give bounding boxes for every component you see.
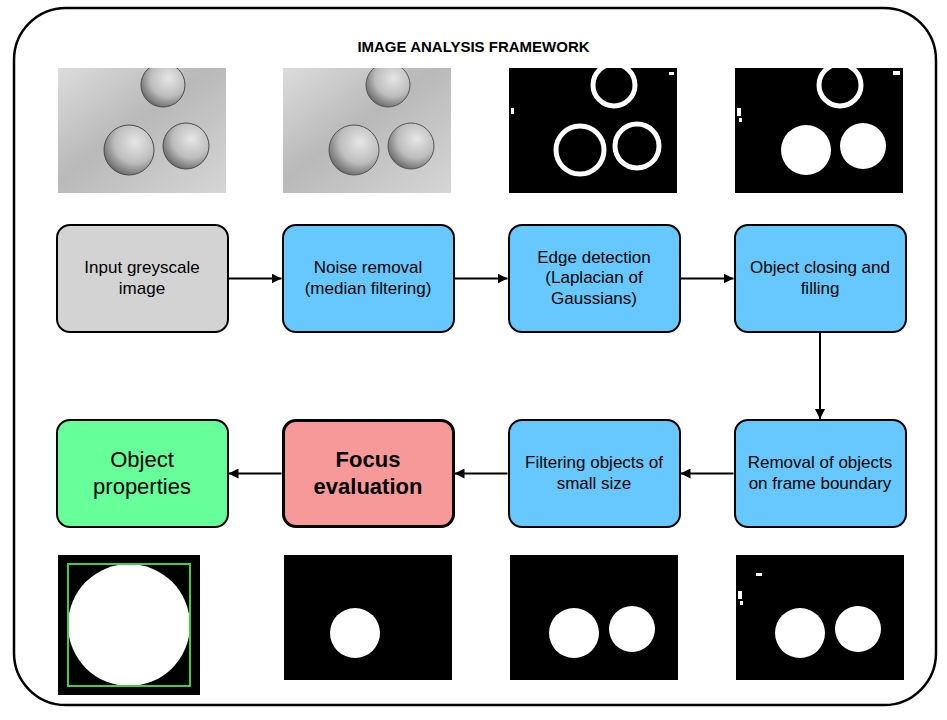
process-box: Object closing and filling [734, 224, 907, 333]
flow-arrow [229, 278, 282, 280]
title-block: IMAGE ANALYSIS FRAMEWORK [0, 38, 947, 55]
flow-arrow [681, 278, 734, 280]
box-label: Removal of objects on frame boundary [748, 453, 893, 494]
size-filtered-thumbnail [510, 555, 678, 680]
box-label: Focus evaluation [297, 447, 440, 500]
flow-arrow [455, 278, 508, 280]
process-box: Edge detection (Laplacian of Gaussians) [508, 224, 681, 333]
box-label: Object closing and filling [748, 258, 893, 299]
properties-thumbnail [58, 555, 200, 695]
focused-thumbnail [284, 555, 452, 680]
input-box: Input greyscale image [56, 224, 229, 333]
framework-frame [14, 8, 936, 705]
process-box: Noise removal (median filtering) [282, 224, 455, 333]
flow-arrow [681, 473, 734, 475]
process-box: Filtering objects of small size [508, 419, 681, 528]
highlight-box: Focus evaluation [282, 419, 455, 528]
filtered-thumbnail [283, 68, 451, 193]
greyscale-thumbnail [58, 68, 226, 193]
title: IMAGE ANALYSIS FRAMEWORK [357, 38, 589, 55]
filled-thumbnail [735, 68, 903, 193]
flow-arrow [455, 473, 508, 475]
flow-arrow [229, 473, 282, 475]
box-label: Object properties [70, 447, 215, 500]
boundary-removed-thumbnail [736, 555, 904, 680]
flow-arrow [819, 333, 821, 419]
output-box: Object properties [56, 419, 229, 528]
box-label: Input greyscale image [70, 258, 215, 299]
edge-thumbnail [509, 68, 677, 193]
box-label: Filtering objects of small size [522, 453, 667, 494]
process-box: Removal of objects on frame boundary [734, 419, 907, 528]
box-label: Noise removal (median filtering) [296, 258, 441, 299]
box-label: Edge detection (Laplacian of Gaussians) [522, 248, 667, 309]
